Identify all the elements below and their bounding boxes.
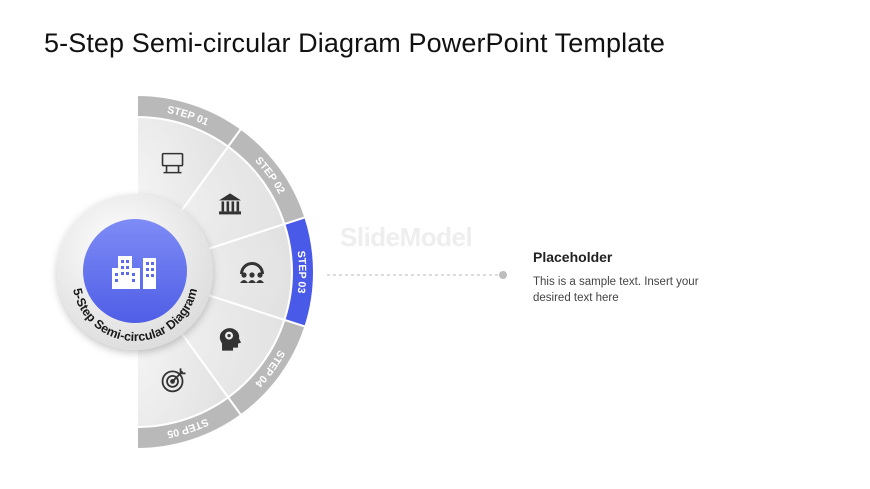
buildings-icon xyxy=(112,256,156,289)
page-title: 5-Step Semi-circular Diagram PowerPoint … xyxy=(44,28,666,58)
center-badge: 5-Step Semi-circular Diagram xyxy=(57,194,213,350)
teamwork-icon xyxy=(240,262,264,283)
step-segment xyxy=(133,216,315,328)
watermark: SlideModel xyxy=(340,222,473,252)
step-label: STEP 03 xyxy=(295,250,308,294)
billboard-icon xyxy=(161,152,184,174)
placeholder-text: This is a sample text. Insert your desir… xyxy=(533,276,699,304)
bank-icon xyxy=(219,193,242,215)
connector-dot xyxy=(499,271,507,279)
target-icon xyxy=(161,368,186,393)
svg-text:STEP 03: STEP 03 xyxy=(295,250,308,294)
mind-icon xyxy=(219,328,242,351)
placeholder-title: Placeholder xyxy=(533,249,613,265)
step-band xyxy=(136,396,243,451)
